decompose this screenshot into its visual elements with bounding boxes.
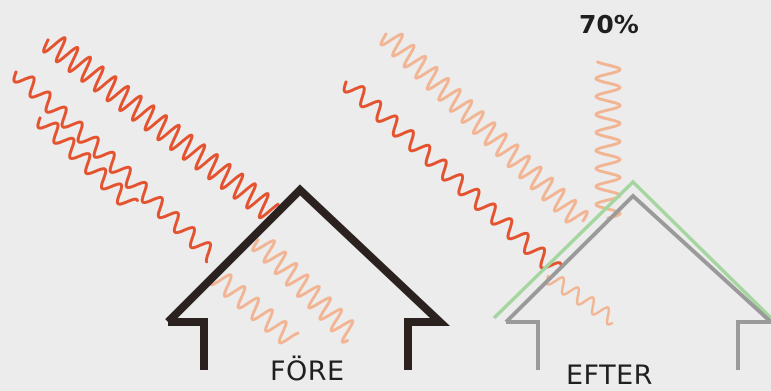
reflected-percentage: 70% <box>579 10 639 39</box>
before-label: FÖRE <box>270 356 345 387</box>
before-house-left-wall-icon <box>168 318 208 370</box>
incoming-heat-wave-icon <box>42 36 280 220</box>
after-house-roof-icon <box>504 193 771 324</box>
incoming-heat-wave-icon <box>36 116 139 206</box>
reflected-heat-wave-icon <box>379 32 589 224</box>
incoming-heat-wave-icon <box>12 70 212 264</box>
after-house-right-wall-icon <box>736 320 771 370</box>
absorbed-heat-wave-icon <box>545 274 614 326</box>
before-house-roof-icon <box>165 184 451 370</box>
after-house-left-wall-icon <box>506 320 540 370</box>
incoming-heat-wave-icon <box>342 80 563 270</box>
absorbed-heat-wave-icon <box>251 238 355 344</box>
heat-waves <box>12 32 622 345</box>
absorbed-heat-wave-icon <box>209 272 300 345</box>
before-house <box>165 184 451 370</box>
after-label: EFTER <box>566 360 653 391</box>
after-house <box>492 179 771 370</box>
coating-layer-icon <box>492 179 771 320</box>
reflected-heat-wave-icon <box>594 60 622 220</box>
